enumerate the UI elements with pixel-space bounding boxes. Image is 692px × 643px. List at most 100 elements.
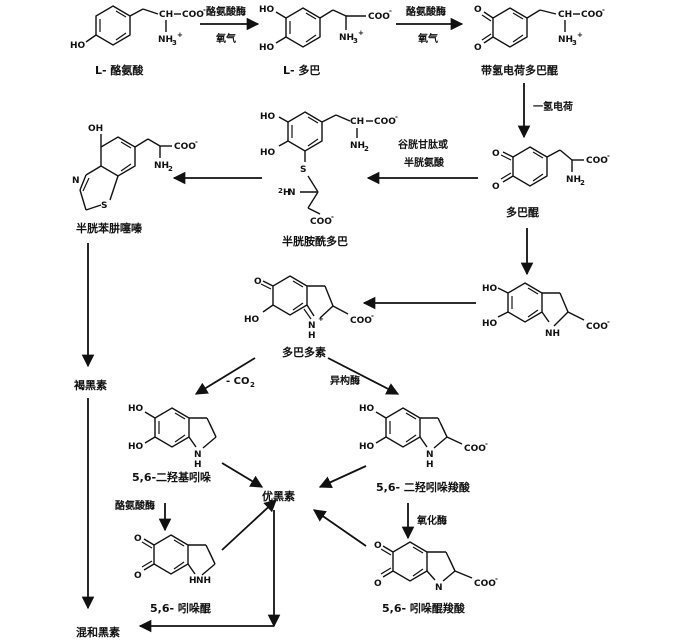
dopaquinone-structure: O O COO - NH 2 [492, 146, 610, 192]
svg-text:HO: HO [128, 404, 144, 414]
svg-text:+: + [177, 31, 183, 39]
svg-text:2: 2 [278, 187, 283, 195]
svg-text:COO: COO [374, 117, 396, 127]
svg-text:COO: COO [174, 142, 196, 152]
dopaquinone-charged-label: 带氢电荷多巴醌 [481, 63, 558, 77]
dopachrome-label: 多巴多素 [282, 345, 326, 359]
dhica-label: 5,6- 二羟吲哚羧酸 [376, 480, 471, 494]
svg-text:+: + [577, 31, 583, 39]
benzothiazine-label: 半胱苯肼噻嗪 [76, 221, 142, 235]
svg-text:+: + [358, 29, 364, 37]
svg-text:COO: COO [310, 217, 332, 227]
svg-text:COO: COO [464, 444, 486, 454]
leucodopachrome-structure: HO HO NH COO - [482, 282, 610, 339]
cysteinyldopa-label: 半胱胺酰多巴 [282, 234, 348, 248]
svg-text:H: H [189, 576, 197, 586]
svg-text:NH: NH [154, 161, 169, 171]
svg-text:2: 2 [168, 165, 173, 173]
svg-text:3: 3 [572, 39, 577, 47]
svg-text:COO: COO [368, 12, 390, 22]
arrow-to-dhi [194, 357, 256, 395]
glutathione-label-line1: 谷胱甘肽或 [398, 138, 448, 151]
svg-text:NH: NH [545, 329, 560, 339]
svg-text:NH: NH [566, 175, 581, 185]
arrow-to-dhica [327, 357, 400, 395]
arrow-dhica-to-eumelanin [318, 465, 367, 489]
svg-text:N: N [194, 450, 202, 460]
dopachrome-structure: O HO N + H COO - [244, 275, 374, 341]
mixed-melanin-label: 混和黑素 [76, 625, 120, 639]
svg-text:H: H [283, 188, 291, 198]
svg-text:COO: COO [350, 316, 372, 326]
svg-text:S: S [300, 165, 306, 175]
svg-text:NH: NH [558, 35, 573, 45]
svg-text:HO: HO [482, 319, 498, 329]
svg-text:N: N [435, 583, 443, 593]
svg-text:S: S [101, 201, 107, 211]
svg-text:-: - [371, 312, 374, 320]
svg-text:COO: COO [581, 10, 603, 20]
arrow-indolequinone-to-eumelanin [221, 499, 277, 551]
svg-text:N: N [288, 188, 296, 198]
svg-text:O: O [134, 571, 142, 581]
dopaquinone-charged-structure: O O CH COO - NH 3 + [474, 5, 605, 53]
svg-text:NH: NH [350, 141, 365, 151]
svg-text:H: H [194, 460, 202, 470]
svg-text:HO: HO [260, 112, 276, 122]
svg-text:-: - [389, 7, 392, 15]
indolequinone-acid-label: 5,6- 吲哚醌羧酸 [382, 601, 466, 615]
svg-text:COO: COO [586, 322, 608, 332]
brown-melanin-label: 褐黑素 [73, 378, 107, 392]
svg-text:HO: HO [244, 315, 260, 325]
carboxylate-label: COO [182, 10, 204, 20]
svg-text:HO: HO [259, 5, 275, 15]
dhi-structure: HO HO N H [128, 404, 217, 470]
amine-label: NH [158, 35, 173, 45]
svg-text:HO: HO [359, 404, 375, 414]
benzothiazine-structure: OH N S COO - NH 2 [72, 124, 198, 211]
svg-text:O: O [474, 5, 482, 15]
svg-text:3: 3 [172, 39, 177, 47]
svg-text:-: - [607, 152, 610, 160]
indolequinone-acid-structure: O O N COO - [374, 541, 498, 593]
indolequinone-label: 5,6- 吲哚醌 [150, 601, 211, 615]
indolequinone-structure: O O NH H [134, 534, 216, 586]
svg-text:-: - [607, 318, 610, 326]
svg-text:CH: CH [558, 10, 572, 20]
svg-text:-: - [331, 213, 334, 221]
oxidase-label: 氧化酶 [416, 514, 447, 527]
svg-text:-: - [602, 6, 605, 14]
eumelanin-label: 优黑素 [262, 489, 295, 503]
svg-text:O: O [492, 149, 500, 159]
tyrosinase-label-3: 酪氨酸酶 [115, 499, 155, 512]
svg-text:2: 2 [250, 381, 255, 389]
svg-text:-: - [203, 6, 206, 14]
svg-text:N: N [72, 176, 80, 186]
svg-text:O: O [254, 277, 262, 287]
svg-text:OH: OH [88, 124, 103, 134]
tyrosine-structure: HO CH COO - NH 3 + [70, 5, 206, 51]
svg-text:HO: HO [260, 148, 276, 158]
oxygen-label-1: 氧气 [215, 32, 236, 45]
svg-text:N: N [308, 321, 316, 331]
svg-text:2: 2 [580, 179, 585, 187]
dopa-label: L- 多巴 [283, 63, 320, 77]
oxygen-label-2: 氧气 [417, 32, 438, 45]
tyrosine-label: L- 酪氨酸 [95, 63, 144, 77]
svg-text:H: H [308, 331, 316, 341]
cysteinyldopa-structure: HO HO S H N 2 COO - CH COO - NH 2 [260, 111, 398, 227]
svg-text:CH: CH [350, 117, 364, 127]
svg-text:2: 2 [364, 145, 369, 153]
svg-text:HO: HO [359, 442, 375, 452]
svg-text:COO: COO [586, 156, 608, 166]
svg-text:O: O [374, 541, 382, 551]
dopaquinone-label: 多巴醌 [506, 205, 539, 219]
svg-text:H: H [426, 460, 434, 470]
svg-text:-: - [195, 138, 198, 146]
dopa-structure: HO HO COO - NH 3 + [259, 5, 392, 53]
svg-text:+: + [318, 315, 324, 323]
svg-text:O: O [474, 43, 482, 53]
svg-text:NH: NH [339, 33, 354, 43]
tyrosinase-label-2: 酪氨酸酶 [406, 5, 446, 18]
